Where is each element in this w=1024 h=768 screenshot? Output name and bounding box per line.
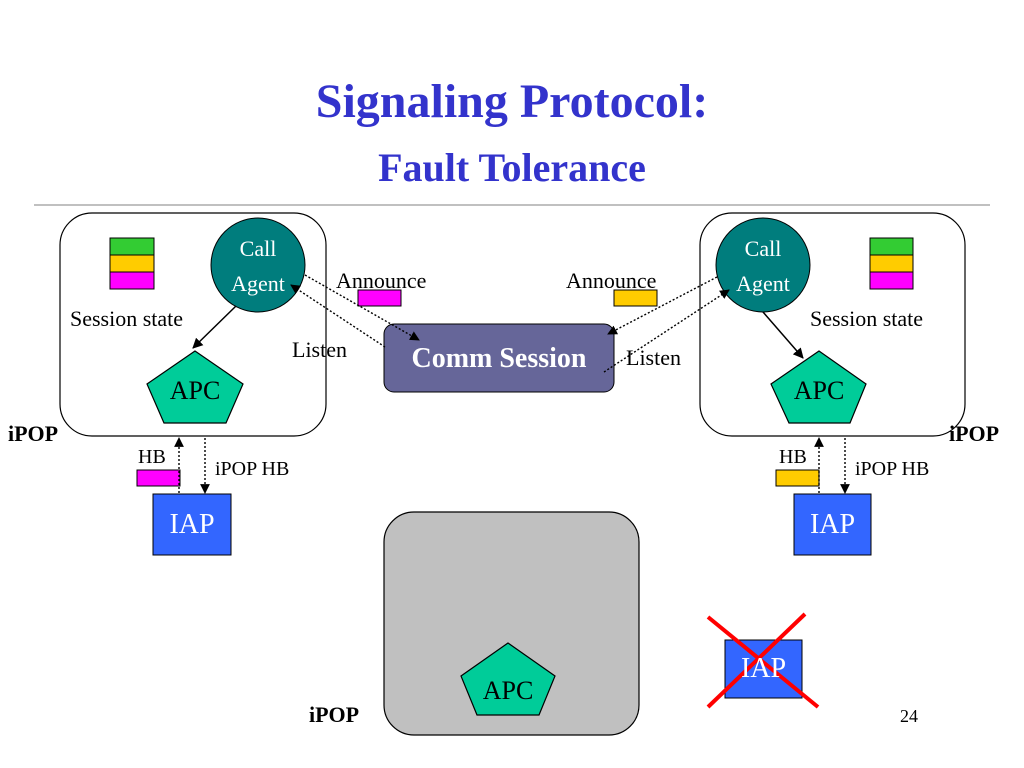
right-ipop-label: iPOP bbox=[949, 421, 1000, 446]
left-iap-label: IAP bbox=[169, 509, 215, 540]
failed-apc bbox=[460, 642, 556, 716]
right-call-agent bbox=[715, 217, 811, 313]
left-ipop-hb-label: iPOP HB bbox=[215, 458, 290, 480]
left-announce-tag bbox=[357, 289, 402, 307]
right-announce-label: Announce bbox=[566, 268, 657, 293]
failure-cross-icon bbox=[706, 612, 820, 709]
left-iap-box bbox=[152, 493, 232, 556]
left-ipop-label: iPOP bbox=[8, 421, 59, 446]
comm-session-label: Comm Session bbox=[411, 343, 587, 374]
failed-ipop-box bbox=[383, 511, 640, 736]
right-session-state-label: Session state bbox=[810, 306, 924, 331]
left-hb-label: HB bbox=[138, 446, 166, 468]
left-call-agent-label-2: Agent bbox=[231, 271, 285, 296]
failed-iap-label: IAP bbox=[740, 653, 787, 684]
slide-title: Signaling Protocol: bbox=[315, 75, 709, 128]
left-agent-to-apc-arrow bbox=[192, 305, 237, 349]
right-iap-label: IAP bbox=[809, 509, 856, 540]
left-session-state-label: Session state bbox=[70, 306, 184, 331]
right-call-agent-label-2: Agent bbox=[736, 271, 790, 296]
left-call-agent-label-1: Call bbox=[239, 236, 277, 261]
left-announce-arrow bbox=[304, 274, 420, 341]
left-call-agent bbox=[210, 217, 306, 313]
right-apc-label: APC bbox=[793, 376, 845, 405]
title-divider bbox=[34, 204, 990, 206]
right-apc bbox=[770, 350, 867, 424]
slide-subtitle: Fault Tolerance bbox=[378, 145, 646, 190]
failed-apc-label: APC bbox=[482, 676, 534, 705]
right-session-state-stack bbox=[869, 237, 914, 290]
left-session-state-stack bbox=[109, 237, 155, 290]
left-apc-label: APC bbox=[169, 376, 221, 405]
right-announce-tag bbox=[613, 289, 658, 307]
failed-ipop-label: iPOP bbox=[309, 702, 360, 727]
left-listen-arrow bbox=[290, 284, 386, 348]
right-announce-arrow bbox=[607, 276, 718, 335]
right-ipop-hb-label: iPOP HB bbox=[855, 458, 930, 480]
right-iap-box bbox=[793, 493, 872, 556]
left-apc bbox=[146, 350, 244, 424]
right-hb-tag bbox=[775, 469, 820, 487]
right-hb-label: HB bbox=[779, 446, 807, 468]
left-hb-tag bbox=[136, 469, 181, 487]
left-listen-label: Listen bbox=[292, 337, 347, 362]
left-announce-label: Announce bbox=[336, 268, 427, 293]
right-listen-arrow bbox=[603, 289, 730, 373]
right-agent-to-apc-arrow bbox=[762, 311, 804, 359]
right-listen-label: Listen bbox=[626, 345, 681, 370]
failed-iap-box bbox=[724, 639, 803, 699]
page-number: 24 bbox=[900, 706, 918, 726]
comm-session-box bbox=[383, 323, 615, 393]
right-call-agent-label-1: Call bbox=[744, 236, 782, 261]
